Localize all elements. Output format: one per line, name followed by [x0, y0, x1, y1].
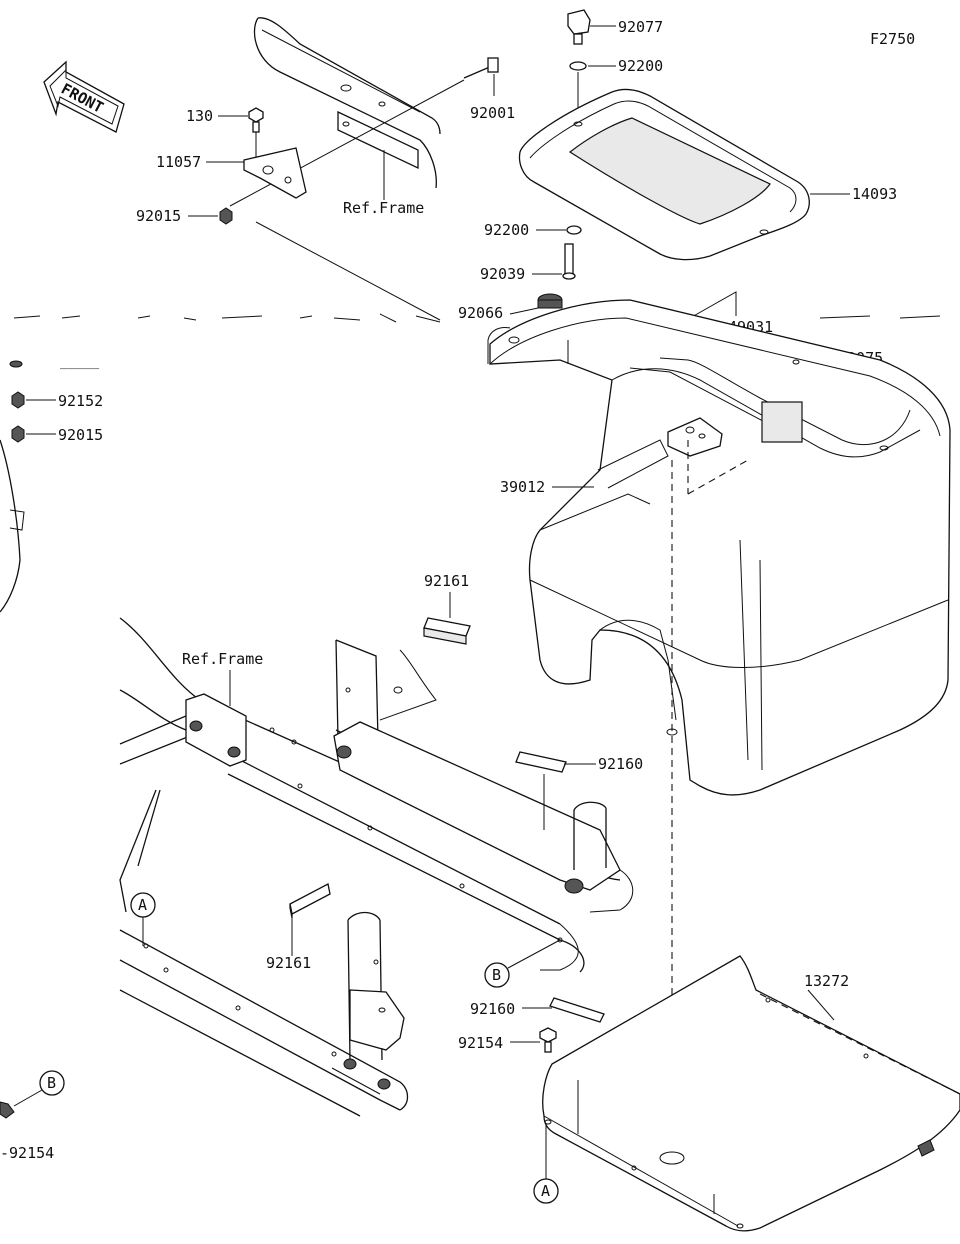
label-92161-top: 92161	[424, 572, 469, 590]
bolt-130-icon	[248, 107, 264, 133]
label-130: 130	[186, 107, 213, 125]
pad-92160-mid-icon	[515, 751, 567, 773]
callout-a-upper-letter: A	[138, 896, 147, 914]
callout-a-lower-letter: A	[541, 1182, 550, 1200]
front-arrow-icon: FRONT	[43, 60, 125, 133]
label-92015-top: 92015	[136, 207, 181, 225]
side-rail-lower	[119, 789, 409, 1117]
ref-frame-label-lower: Ref.Frame	[182, 650, 263, 668]
callout-a-lower: A	[533, 1178, 559, 1204]
key-92077-icon	[567, 9, 591, 45]
label-partial-left: _____	[60, 355, 99, 370]
callout-b-mid: B	[484, 962, 510, 988]
label-92039: 92039	[480, 265, 525, 283]
nut-92015-top-icon	[219, 207, 233, 225]
pad-92161-top-icon	[423, 617, 471, 645]
pad-92161-low-icon	[289, 883, 331, 919]
callout-b-mid-letter: B	[492, 966, 501, 984]
label-92161-low: 92161	[266, 954, 311, 972]
lid-14093-icon	[518, 88, 810, 261]
bolt-92001-icon	[463, 57, 499, 96]
label-92200-top: 92200	[618, 57, 663, 75]
rivet-92039-icon	[562, 243, 576, 280]
callout-b-left: B	[39, 1070, 65, 1096]
label-14093: 14093	[852, 185, 897, 203]
bolt-92154-mid-icon	[539, 1027, 557, 1053]
callout-a-upper: A	[130, 892, 156, 918]
label-92001: 92001	[470, 104, 515, 122]
callout-b-left-letter: B	[47, 1074, 56, 1092]
washer-92200-top-icon	[569, 61, 587, 71]
washer-left-partial-icon	[9, 360, 23, 368]
label-92152: 92152	[58, 392, 103, 410]
label-39012: 39012	[500, 478, 545, 496]
label-92154-left: -92154	[0, 1144, 54, 1162]
label-92200-mid: 92200	[484, 221, 529, 239]
cargo-box-39012-icon	[487, 299, 951, 796]
tray-13272-icon	[542, 955, 960, 1232]
pad-92160-low-icon	[549, 997, 605, 1023]
label-92160-mid: 92160	[598, 755, 643, 773]
label-92015-left: 92015	[58, 426, 103, 444]
nut-92152-icon	[11, 391, 25, 409]
washer-92200-mid-icon	[566, 225, 582, 235]
frame-lower	[119, 617, 634, 973]
figure-code: F2750	[870, 30, 915, 48]
ref-frame-label-upper: Ref.Frame	[343, 199, 424, 217]
bolt-92154-left-icon	[0, 1101, 15, 1119]
label-13272: 13272	[804, 972, 849, 990]
nut-92015-left-icon	[11, 425, 25, 443]
label-92154-mid: 92154	[458, 1034, 503, 1052]
label-92160-low: 92160	[470, 1000, 515, 1018]
cap-92066-icon	[537, 293, 563, 309]
label-11057: 11057	[156, 153, 201, 171]
frame-bracket-upper	[253, 17, 441, 200]
label-92066: 92066	[458, 304, 503, 322]
label-92077: 92077	[618, 18, 663, 36]
bracket-11057-icon	[243, 147, 307, 199]
